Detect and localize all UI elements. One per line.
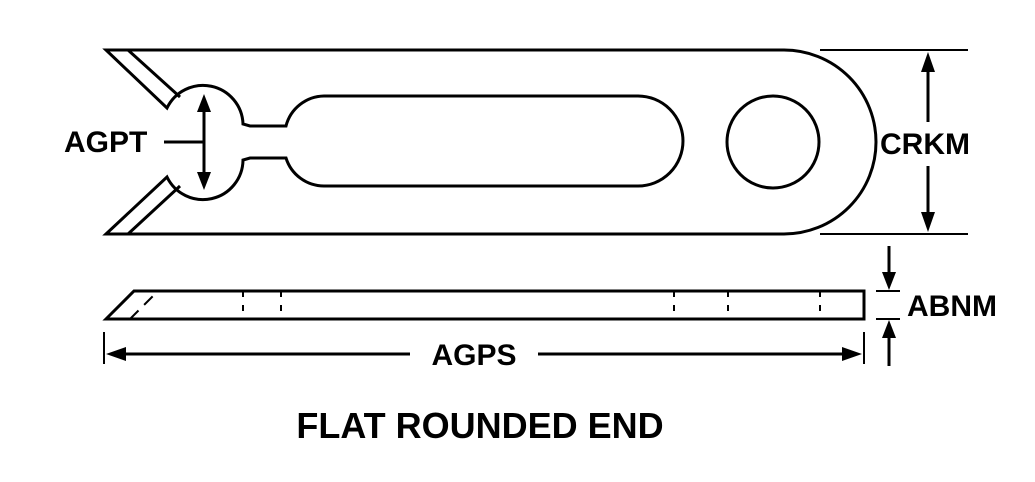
agps-dimension: AGPS xyxy=(103,332,865,372)
part-outline xyxy=(102,48,878,236)
abnm-dimension: ABNM xyxy=(876,246,997,366)
abnm-label: ABNM xyxy=(907,290,997,323)
agps-arrow-left xyxy=(106,347,126,361)
agps-arrow-right xyxy=(842,347,862,361)
crkm-label: CRKM xyxy=(880,128,970,161)
top-view xyxy=(102,48,878,236)
agps-label: AGPS xyxy=(431,339,516,372)
agpt-label: AGPT xyxy=(64,126,147,159)
abnm-arrow-up xyxy=(882,320,896,338)
agpt-arrow-down xyxy=(197,172,211,190)
side-view xyxy=(102,289,866,321)
agpt-arrow-up xyxy=(197,94,211,112)
end-hole xyxy=(725,94,821,190)
chamfer-line-top xyxy=(126,48,182,99)
side-chamfer-dashed xyxy=(129,290,159,320)
side-outline xyxy=(102,289,866,321)
crkm-dimension: CRKM xyxy=(820,49,970,235)
crkm-arrow-up xyxy=(921,52,935,72)
crkm-arrow-down xyxy=(921,212,935,232)
chamfer-line-bottom xyxy=(126,184,182,236)
abnm-arrow-down xyxy=(882,272,896,290)
diagram-caption: FLAT ROUNDED END xyxy=(296,405,663,446)
agpt-dimension: AGPT xyxy=(64,94,211,190)
